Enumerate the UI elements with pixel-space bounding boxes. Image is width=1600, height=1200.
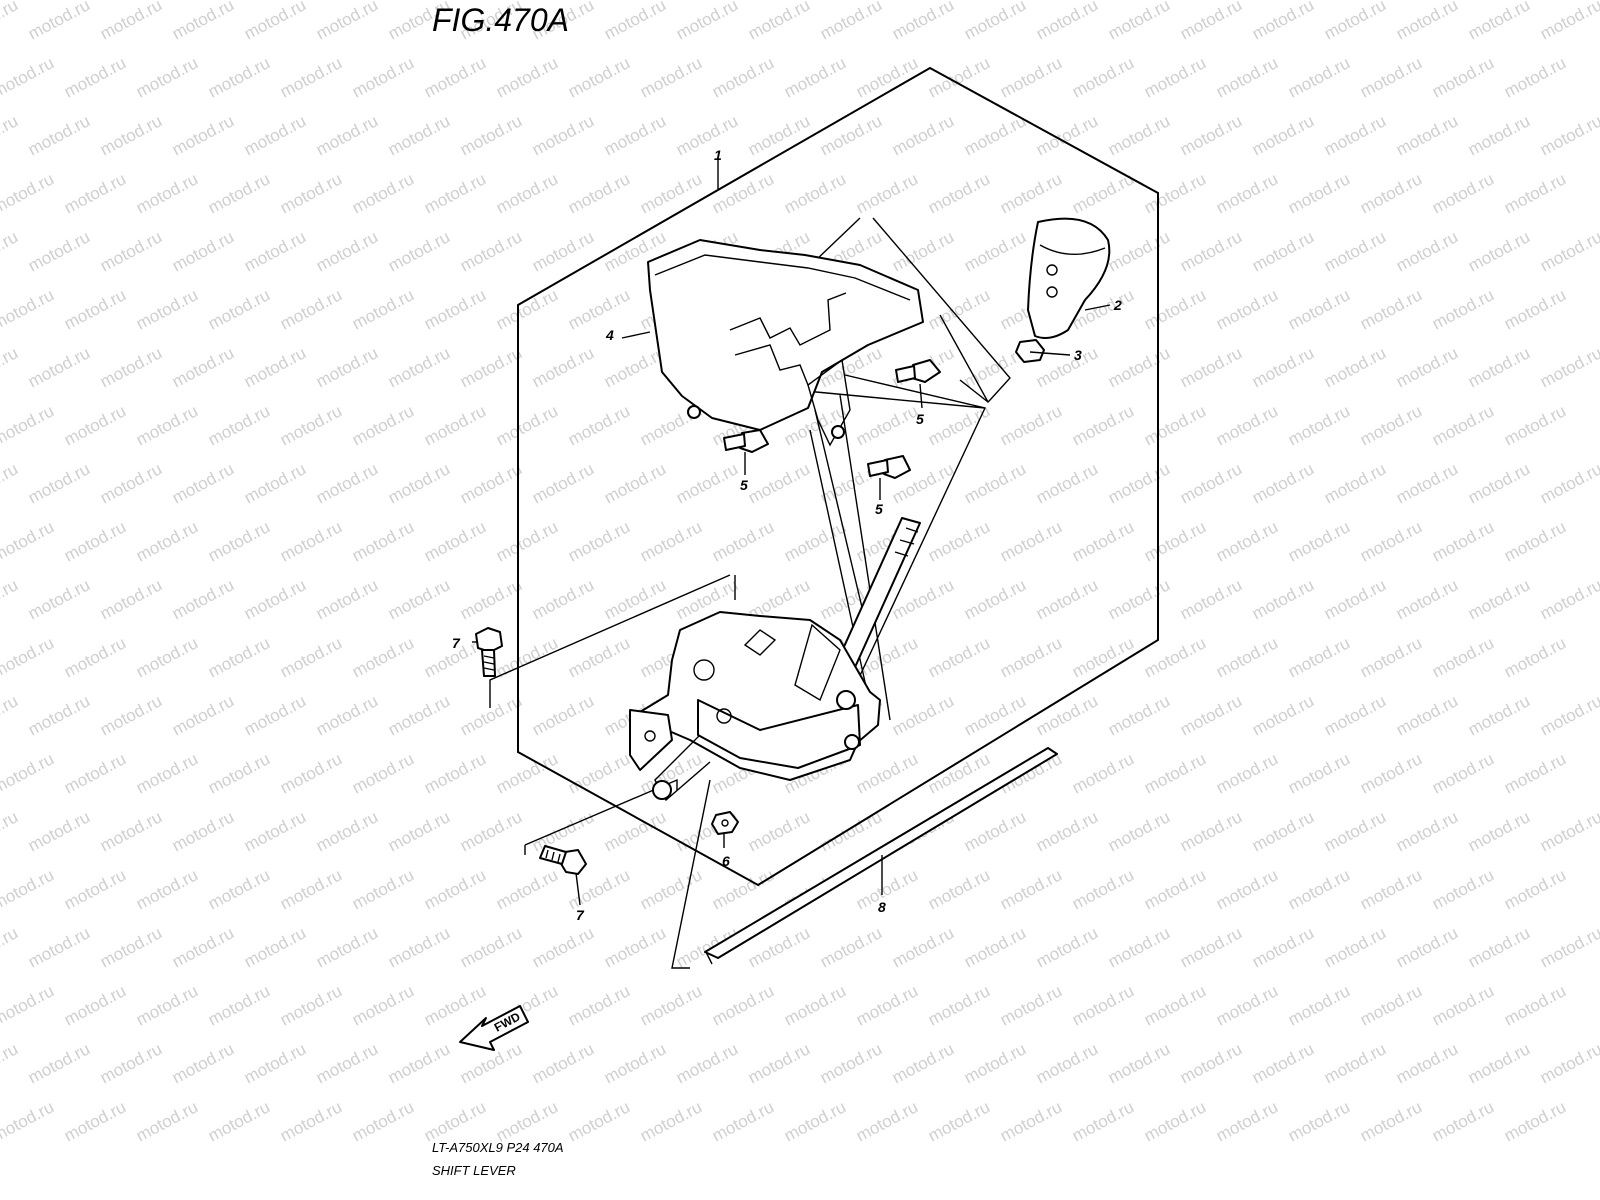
callout-2: 2	[1113, 297, 1122, 313]
footer-part-name: SHIFT LEVER	[432, 1163, 516, 1178]
callout-7-lower: 7	[576, 907, 585, 923]
footer-model-code: LT-A750XL9 P24 470A	[432, 1140, 564, 1155]
callout-1: 1	[714, 147, 722, 163]
nut-6	[711, 811, 739, 835]
shift-gate-cover	[647, 239, 924, 447]
callout-5-left: 5	[740, 477, 748, 493]
bolt-7-upper	[475, 627, 503, 677]
callout-8: 8	[878, 899, 886, 915]
bolt-leader-lines	[794, 374, 986, 721]
knob-nut	[1015, 339, 1045, 363]
callout-leaders	[472, 160, 1111, 906]
callout-4: 4	[605, 327, 614, 343]
forward-direction-arrow: FWD	[459, 1005, 529, 1051]
bolt-5-right	[867, 455, 911, 479]
bolt-5-left	[723, 429, 769, 453]
bolt-7-lower	[539, 845, 587, 875]
callout-5-right: 5	[875, 501, 883, 517]
callout-3: 3	[1074, 347, 1082, 363]
shift-knob	[1027, 217, 1111, 339]
shift-lever-mechanism	[629, 611, 881, 802]
callout-7-upper: 7	[452, 635, 461, 651]
callout-6: 6	[722, 853, 730, 869]
figure-title: FIG.470A	[432, 2, 569, 38]
lever-leader-lines	[809, 409, 871, 706]
callout-5-upper: 5	[916, 411, 924, 427]
bolt-5-upper	[895, 359, 941, 383]
lower-bracket-lines	[489, 574, 736, 969]
shift-rod	[704, 747, 1058, 965]
assembly-group-outline	[517, 66, 1159, 887]
